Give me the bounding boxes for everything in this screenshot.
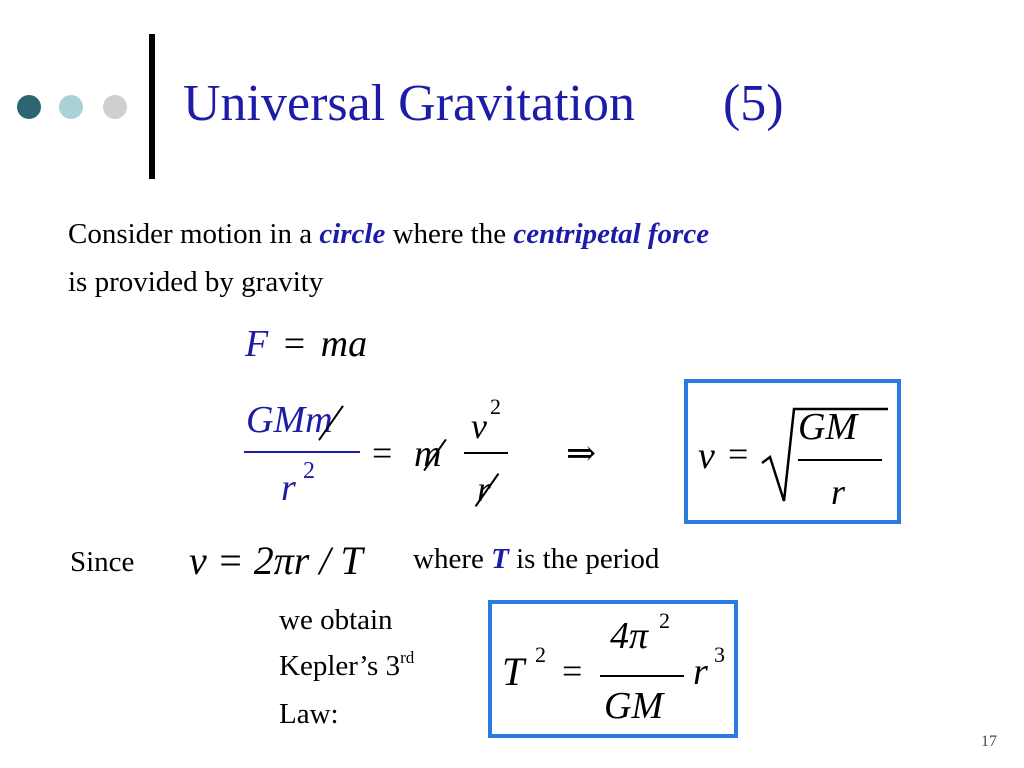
kepler-text: Kepler’s 3: [279, 650, 401, 682]
eq-r-denominator: r: [831, 472, 846, 512]
title-divider: [149, 34, 155, 179]
eq-m: m: [414, 433, 442, 475]
kepler-line-2: Kepler’s 3rd: [279, 648, 414, 683]
eq-equals: =: [283, 323, 306, 365]
eq-v-exponent: 2: [490, 394, 501, 419]
sqrt-radical-icon: [761, 407, 888, 502]
eq-force: F: [245, 323, 269, 365]
slide-title: Universal Gravitation (5): [183, 74, 784, 133]
eq-4pi-numerator: 4π: [610, 615, 649, 657]
eq-ma: ma: [320, 323, 368, 365]
eq-gm-numerator: GM: [798, 406, 858, 448]
equation-period-speed: v = 2πr / T: [189, 538, 363, 583]
fraction-bar: [464, 452, 508, 454]
decorative-dot-grey: [103, 95, 127, 119]
eq-r: r: [693, 651, 708, 693]
emphasis-circle: circle: [319, 218, 386, 250]
eq-gm-denominator: GM: [604, 685, 664, 727]
eq-equals: =: [728, 434, 749, 474]
eq-pi-exponent: 2: [659, 608, 670, 633]
since-label: Since: [70, 546, 135, 578]
intro-line-1: Consider motion in a circle where the ce…: [68, 218, 709, 251]
slide-title-text: Universal Gravitation: [183, 75, 635, 132]
ordinal-suffix: rd: [400, 648, 415, 667]
result-box-keplers-law: T 2 = 4π 2 GM r 3: [488, 600, 738, 738]
eq-v-numerator: v: [471, 406, 487, 446]
slide-number: 17: [981, 733, 997, 750]
fraction-bar: [798, 459, 882, 461]
fraction-bar: [244, 451, 360, 453]
equation-newton: F = ma: [245, 322, 367, 366]
decorative-dot-dark: [17, 95, 41, 119]
eq-v: v: [698, 435, 715, 477]
eq-r-exponent: 2: [303, 458, 315, 484]
slide-title-number: (5): [722, 75, 784, 132]
eq-gmm-numerator: GMm: [246, 399, 333, 441]
eq-T-exponent: 2: [535, 642, 546, 667]
intro-text: where the: [385, 218, 514, 250]
emphasis-period-T: T: [491, 543, 509, 575]
kepler-line-1: we obtain: [279, 604, 393, 636]
emphasis-centripetal-force: centripetal force: [513, 218, 710, 250]
eq-T: T: [502, 649, 525, 694]
eq-r-denominator: r: [281, 467, 296, 509]
intro-line-2: is provided by gravity: [68, 266, 324, 298]
period-text: is the period: [516, 543, 660, 575]
result-box-orbital-speed: v = GM r: [684, 379, 901, 524]
intro-text: Consider motion in a: [68, 218, 320, 250]
fraction-bar: [600, 675, 684, 677]
implies-arrow: ⇒: [566, 433, 597, 473]
eq-equals: =: [372, 433, 393, 473]
since-where-clause: where T is the period: [413, 543, 659, 576]
eq-r-exponent: 3: [714, 642, 725, 667]
eq-equals: =: [562, 651, 583, 691]
kepler-line-3: Law:: [279, 698, 339, 730]
where-text: where: [413, 543, 484, 575]
decorative-dot-light: [59, 95, 83, 119]
